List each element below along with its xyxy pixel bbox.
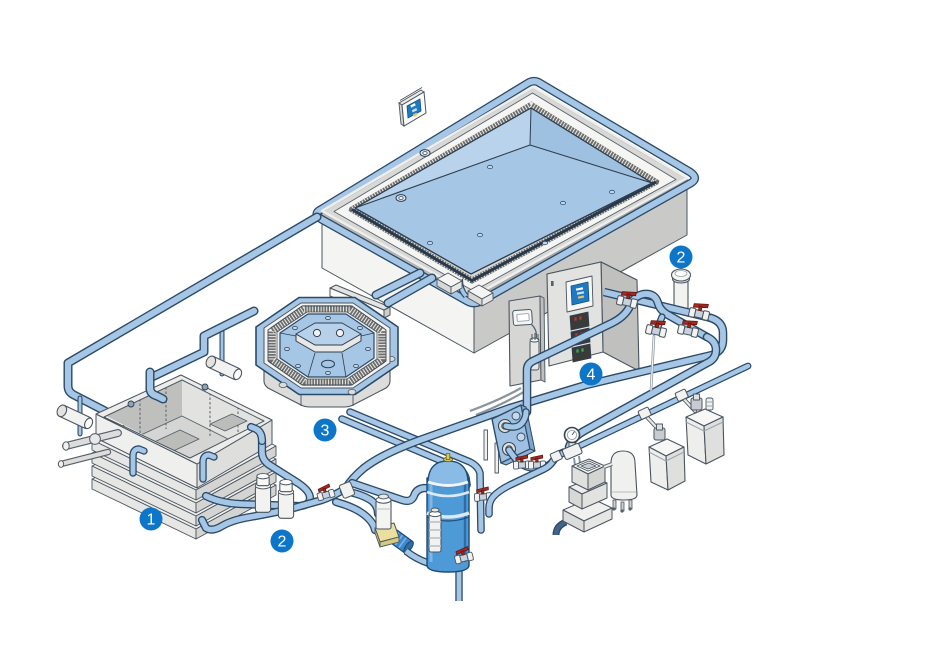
svg-text:2: 2 (677, 250, 686, 267)
svg-text:2: 2 (278, 534, 287, 551)
svg-text:1: 1 (147, 512, 156, 529)
svg-text:3: 3 (321, 423, 330, 440)
svg-text:4: 4 (587, 367, 596, 384)
